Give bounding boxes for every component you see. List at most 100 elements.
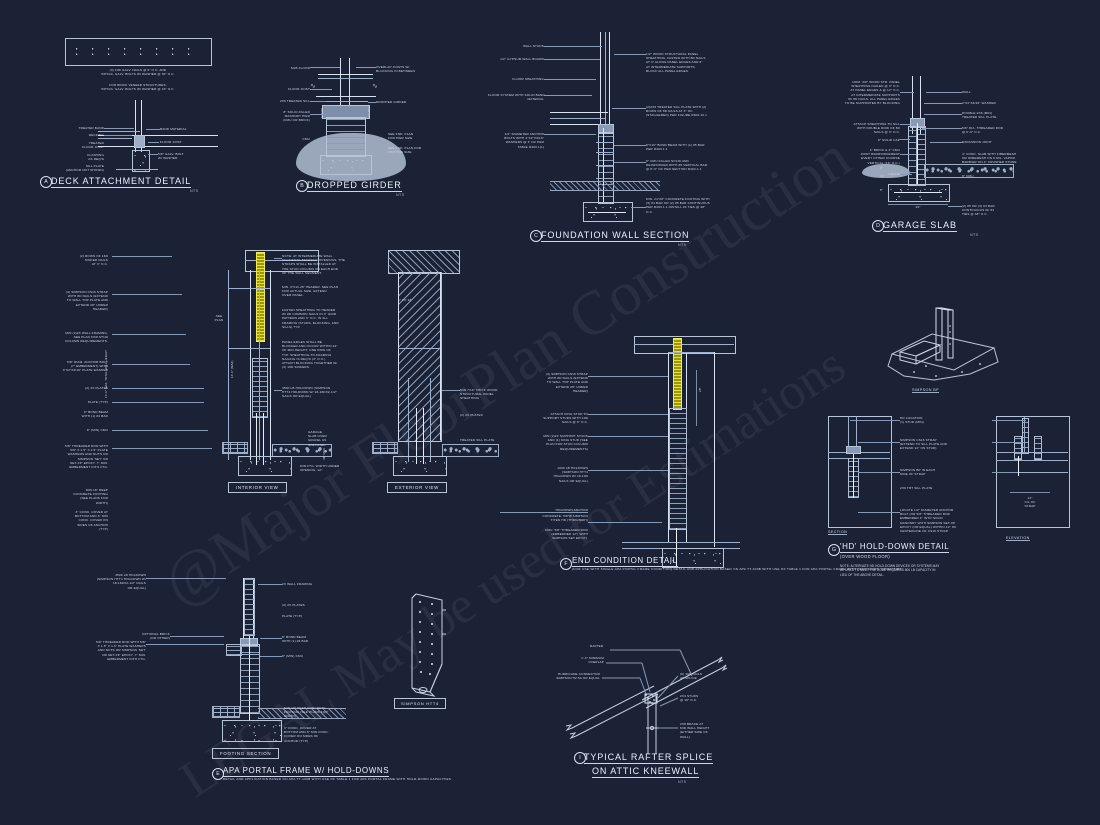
- label-f-1: (2) SIMPSON CS16 STRAP WITH 8d NAILS (EX…: [546, 372, 588, 393]
- dim-12: 12": [880, 174, 885, 178]
- detail-bubble-e: E: [212, 768, 224, 780]
- label-grade-d: GRADE: [888, 172, 900, 176]
- leader-c10: [631, 207, 646, 208]
- holdown-htt4-int: [252, 358, 268, 418]
- detail-title-f: END CONDITION DETAIL: [572, 556, 678, 567]
- header-interior: [245, 250, 319, 272]
- detail-title-c: FOUNDATION WALL SECTION: [541, 230, 690, 242]
- ledger-line-1: [135, 100, 136, 152]
- brick-int: [222, 442, 248, 454]
- label-g-1: HD LOCATION (1) STUD (MIN): [900, 416, 924, 425]
- leader-d7: [924, 103, 962, 104]
- detail-b-dropped-girder: ∿ ∿ SUB FLOOR FLOOR JOIST 2x6 TREATED SI…: [248, 38, 463, 203]
- leader-b1: [310, 67, 340, 68]
- f-header-mid: [634, 344, 734, 345]
- wall-sheath-right: [920, 76, 921, 134]
- header-exterior: [388, 250, 460, 274]
- detail-d-garage-slab: 24" 8" 12" 8" NOM. 3/8" WOOD STR. PANEL …: [800, 68, 1075, 238]
- f-dim-28: 28": [698, 387, 702, 392]
- leader-f1: [588, 376, 668, 377]
- dim-16-max: 16'-0" (MAX): [230, 360, 234, 378]
- break-symbol-right: ∿: [372, 83, 379, 90]
- detail-subtitle-f: (FOR USE WITH SINGLE APA PORTAL FRAME CO…: [572, 567, 903, 571]
- label-e-l3: MIN (2)2X WALL FRAMING, SEE PLAN FOR STU…: [64, 331, 108, 344]
- label-e-l1: (2) ROWS OF 16d SINKER NAILS AT 3" O.C.: [79, 254, 108, 267]
- label-fs-2: OPTIONAL BRICK (OR OTHER): [142, 632, 170, 641]
- leader-e1: [112, 256, 172, 257]
- label-f-2: ATTACH KING STUD TO SUPPORT STUDS WITH 1…: [543, 412, 588, 425]
- leader-f3: [588, 436, 668, 437]
- label-floor-joist: FLOOR JOIST: [160, 140, 182, 144]
- anchor-rod-ext-2: [423, 408, 424, 464]
- dim-8-min: 8" MIN.: [320, 107, 324, 118]
- joist-line: [98, 138, 132, 139]
- label-e-l5: (2) 2x PLATES: [85, 386, 108, 390]
- anchor-rod-int-1: [256, 413, 257, 465]
- f-dim-line: [696, 370, 697, 426]
- label-galv-bolt: 5/8" GALV. BOLT W/ WASHER: [158, 152, 184, 161]
- leader-a3: [146, 129, 160, 130]
- sheathing-exterior: [398, 272, 442, 442]
- g-sec-anchor: [853, 454, 854, 498]
- label-fs-10: 3" CONC. COVER AT BOTTOM AND 6" MIN CONC…: [284, 726, 329, 743]
- leader-fs6: [146, 644, 224, 645]
- footing-int: [238, 456, 292, 476]
- detail-subtitle-g: (OVER WOOD FLOOR): [840, 554, 890, 559]
- leader-fs3: [258, 584, 282, 585]
- label-cmu-b: CMU: [302, 137, 310, 141]
- label-washer-d: 2"x2"x3/16" WASHER: [962, 101, 996, 105]
- label-fs-9: MIN 18" DEEP CONCRETE FOOTING (SEE PLANS…: [284, 706, 328, 719]
- fs-wall-framing: [244, 578, 255, 636]
- label-e-l7: 8" BOND BEAM WITH (1) #4 BAR: [81, 410, 108, 419]
- leader-a5: [148, 154, 158, 155]
- g-elev-strap: [1022, 418, 1029, 454]
- foundation-block: [132, 150, 150, 172]
- floor-sheathing-top: [550, 112, 608, 113]
- label-fs-1: 3500 LB HOLDOWN (SIMPSON HTT4 HOLDOWN W/…: [96, 573, 146, 590]
- label-i-rafter: RAFTER: [590, 644, 604, 648]
- label-fs-5: PLATE (TYP): [282, 614, 303, 618]
- label-footing-c: MIN. 24"x8" CONCRETE FOOTING WITH (3) #4…: [646, 197, 710, 214]
- dim-total-wall-height: 10'-0" MAX. TOTAL WALL HEIGHT: [104, 350, 108, 398]
- garage-slab-int: [272, 444, 332, 457]
- dim-48-max: 48" MAX: [322, 448, 326, 460]
- leader-c7: [612, 108, 646, 109]
- ext-edge-l: [398, 272, 399, 440]
- detail-title-a: DECK ATTACHMENT DETAIL: [51, 176, 192, 188]
- leader-c2: [544, 59, 600, 60]
- decking-line: [98, 131, 140, 132]
- leader-e7: [112, 430, 208, 431]
- detail-e-portal-frame-views: INTERIOR VIEW EXTERIOR VIEW (2) ROWS OF …: [63, 248, 499, 568]
- cs16-strap-interior: [256, 252, 265, 342]
- label-overlap-joists: OVERLAP JOISTS W/ BLOCKING IN BETWEEN: [376, 65, 415, 74]
- g-sec-floor2: [828, 458, 890, 459]
- rafter-splice-drawing: [565, 649, 728, 754]
- label-threaded-rod-d: 5/8" DIA. THREADED ROD @ 6'-0" O.C.: [962, 126, 1004, 135]
- leader-a1: [104, 128, 134, 129]
- view-label-exterior: EXTERIOR VIEW: [387, 482, 447, 493]
- leader-c6: [614, 54, 646, 55]
- label-solid-cap-d: 8" SOLID CAP: [878, 138, 900, 142]
- slab-ext: [442, 444, 499, 457]
- f-floor-line: [622, 542, 740, 543]
- sill-line: [116, 169, 158, 170]
- leader-fs7: [278, 708, 284, 709]
- label-pier-size: SEE FND. PLAN FOR PIER SIZE: [388, 132, 414, 141]
- label-g-3: SIMPSON BP IN EACH SIDE OF STRAP: [900, 468, 936, 477]
- leader-g3: [858, 442, 900, 443]
- ledger-line-2: [141, 100, 142, 152]
- label-e-r2: MIN 7/16" THICK WOOD STRUCTURAL PANEL SH…: [460, 388, 498, 401]
- soil-hatch-c: [550, 181, 660, 191]
- leader-g6: [992, 472, 1018, 473]
- joist-line-b: [316, 96, 376, 97]
- detail-note-g: NOTE: ALTERNATE HD HOLD-DOWN DEVICES OR …: [840, 564, 940, 577]
- detail-title-b: DROPPED GIRDER: [307, 180, 402, 192]
- label-bond-beam-c: 8"x16" BOND BEAM WITH (1) #5 BAR PER R40…: [646, 143, 705, 152]
- leader-fs4: [260, 638, 282, 639]
- pier-footing: [320, 155, 372, 175]
- leader-f2: [588, 414, 668, 415]
- label-e-l4: 5/8" DIAM. ANCHOR BOLT (7" EMBEDMENT) WI…: [62, 360, 108, 373]
- label-e-r1: 6" TO 18": [398, 298, 413, 302]
- note-a-2: FOR BRICK VENEER STRUCTURES: 5/8"DIA. GA…: [101, 83, 175, 92]
- label-double-sill-d: DOUBLE 2x6 (MIN) TREATED SILL PLATE: [962, 111, 997, 120]
